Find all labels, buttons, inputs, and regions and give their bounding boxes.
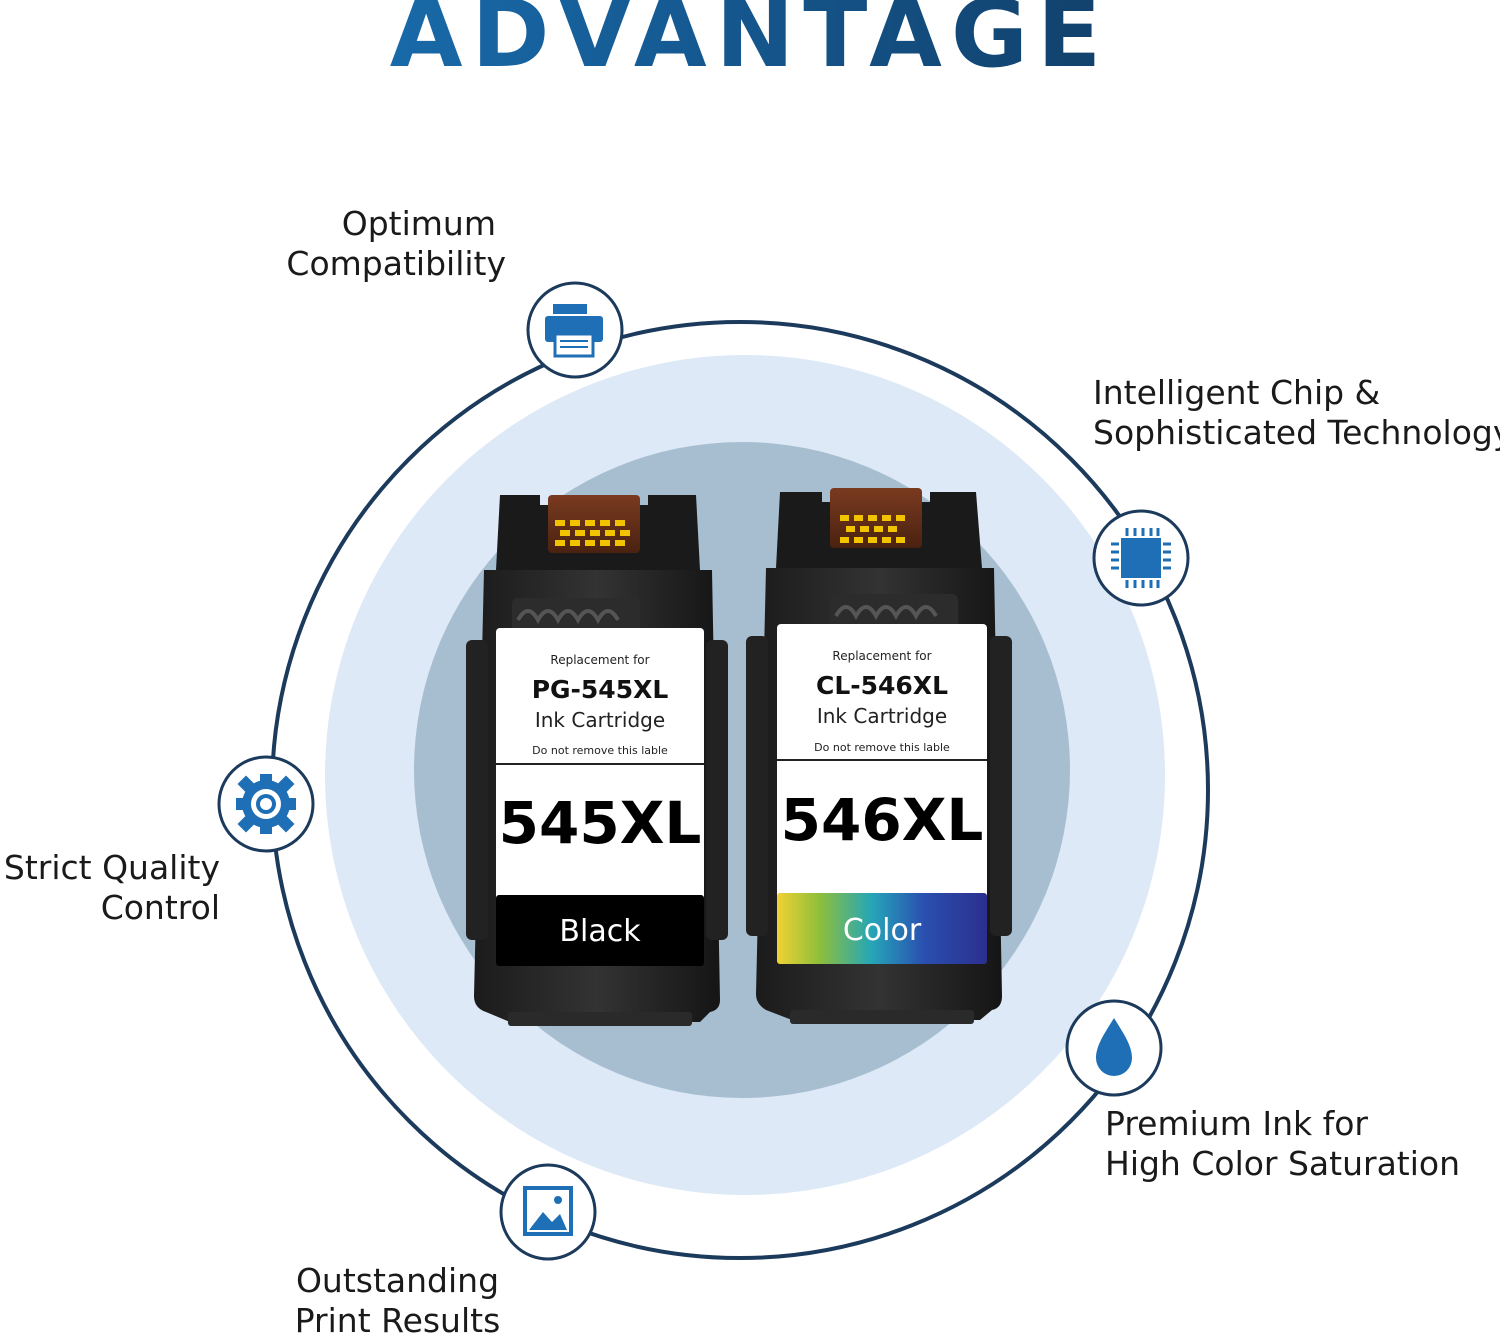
black-model-text: PG-545XL [532, 675, 669, 704]
feature-chip: Intelligent Chip & Sophisticated Technol… [1093, 373, 1500, 453]
color-type-text: Ink Cartridge [817, 704, 947, 728]
black-big-label: 545XL [499, 789, 702, 857]
feature-quality-line2: Control [100, 888, 220, 927]
feature-quality: Strict Quality Control [0, 848, 220, 928]
printer-icon [526, 281, 624, 379]
feature-ink-line2: High Color Saturation [1105, 1144, 1461, 1183]
gear-icon [217, 755, 315, 853]
black-note-text: Do not remove this lable [532, 744, 668, 757]
black-band-label: Black [559, 914, 641, 949]
page-title: ADVANTAGE [0, 0, 1500, 85]
color-model-text: CL-546XL [816, 671, 948, 700]
feature-chip-line1: Intelligent Chip & [1093, 373, 1381, 412]
feature-quality-line1: Strict Quality [3, 848, 220, 887]
image-icon [499, 1163, 597, 1261]
ink-drop-icon [1065, 999, 1163, 1097]
color-replacement-text: Replacement for [832, 649, 931, 663]
feature-compatibility-line2: Compatibility [286, 244, 506, 283]
color-cartridge: Replacement for CL-546XL Ink Cartridge D… [746, 488, 1012, 1024]
color-note-text: Do not remove this lable [814, 741, 950, 754]
feature-compatibility-line1: Optimum [341, 204, 496, 243]
feature-print: Outstanding Print Results [270, 1261, 525, 1341]
black-replacement-text: Replacement for [550, 653, 649, 667]
chip-icon [1092, 509, 1190, 607]
black-cartridge: Replacement for PG-545XL Ink Cartridge D… [466, 495, 728, 1026]
feature-ink-line1: Premium Ink for [1105, 1104, 1368, 1143]
color-big-label: 546XL [781, 786, 984, 854]
feature-print-line2: Print Results [294, 1301, 501, 1340]
feature-chip-line2: Sophisticated Technology [1093, 413, 1500, 452]
black-type-text: Ink Cartridge [535, 708, 665, 732]
feature-print-line1: Outstanding [295, 1261, 500, 1300]
feature-ink: Premium Ink for High Color Saturation [1105, 1104, 1485, 1184]
feature-compatibility: Optimum Compatibility [210, 204, 506, 284]
color-band-label: Color [843, 913, 922, 948]
